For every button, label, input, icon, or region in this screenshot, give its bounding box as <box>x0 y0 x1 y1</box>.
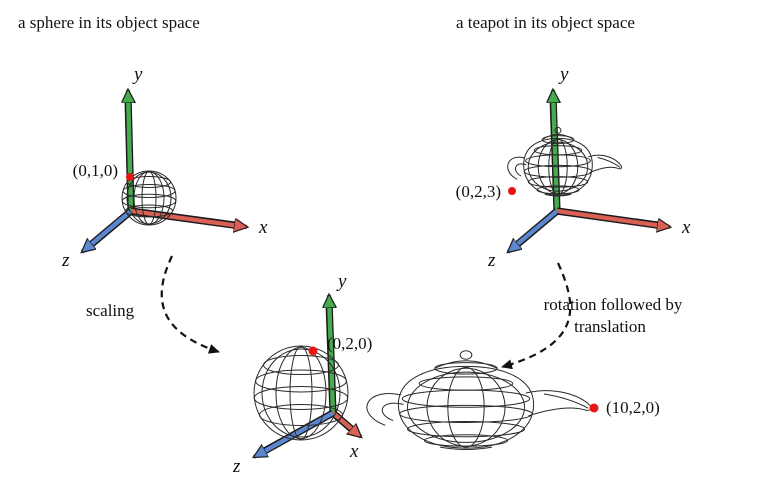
y-axis-label: y <box>132 64 143 85</box>
z-axis-label: z <box>61 250 70 271</box>
rotation-arrow <box>501 262 572 370</box>
teapot-spout-point-dot <box>589 403 599 413</box>
wireframe-ellipse <box>276 347 326 439</box>
rotation-label-line2: translation <box>574 317 646 336</box>
wireframe-ellipse <box>290 347 312 440</box>
teapot-wireframe <box>507 127 622 197</box>
sphere-space-axes: y x z <box>61 64 268 271</box>
teapot-point-label: (0,2,3) <box>456 182 501 201</box>
wireframe-ellipse <box>125 205 172 217</box>
sphere-point-dot <box>126 173 134 181</box>
teapot-space-caption: a teapot in its object space <box>456 13 635 32</box>
z-axis-label: z <box>487 250 496 271</box>
wireframe-ellipse <box>260 405 343 426</box>
teapot-space-axes: y x z <box>487 64 691 271</box>
z-axis-label: z <box>232 456 241 477</box>
teapot-point-dot <box>508 187 516 195</box>
x-axis <box>130 208 247 227</box>
scaling-arrow <box>160 255 220 354</box>
x-axis <box>556 208 670 227</box>
wireframe-ellipse <box>256 370 347 392</box>
y-axis-label: y <box>336 271 347 292</box>
sphere-space-caption: a sphere in its object space <box>18 13 200 32</box>
scaled-sphere-wireframe <box>254 346 348 440</box>
y-axis <box>329 295 333 414</box>
y-axis <box>128 90 131 212</box>
wireframe-ellipse <box>254 387 347 410</box>
wireframe-ellipse <box>128 177 171 188</box>
sphere-point-label: (0,1,0) <box>73 161 118 180</box>
wireframe-ellipse <box>127 172 171 224</box>
rotation-label-line1: rotation followed by <box>544 295 683 314</box>
wireframe-ellipse <box>262 349 340 437</box>
scaled-sphere-point-label: (0,2,0) <box>327 334 372 353</box>
transformed-teapot-wireframe <box>366 350 592 451</box>
scaling-label: scaling <box>86 301 135 320</box>
x-axis-label: x <box>681 217 691 238</box>
teapot-spout-point-label: (10,2,0) <box>606 398 660 417</box>
wireframe-ellipse <box>122 194 176 207</box>
wireframe-ellipse <box>123 185 175 198</box>
y-axis-label: y <box>558 64 569 85</box>
x-axis <box>331 411 361 439</box>
x-axis-label: x <box>258 217 268 238</box>
z-axis <box>508 209 559 254</box>
sphere-wireframe <box>122 171 176 225</box>
x-axis-label: x <box>349 441 359 462</box>
wireframe-ellipse <box>264 356 339 375</box>
scaled-sphere-point-dot <box>308 346 318 356</box>
z-axis <box>82 209 133 254</box>
z-axis <box>254 411 335 459</box>
